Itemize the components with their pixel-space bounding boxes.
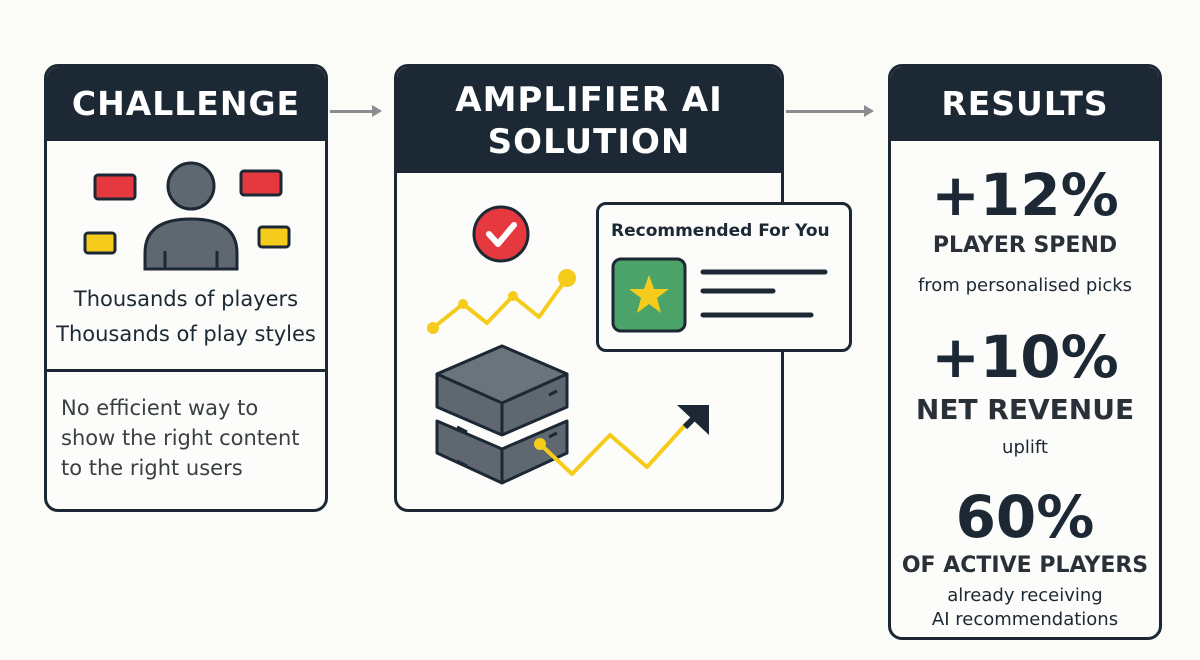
- result-label-active-players: OF ACTIVE PLAYERS: [901, 553, 1149, 578]
- challenge-line-1: Thousands of players: [73, 287, 299, 311]
- recommended-card: Recommended For You: [596, 202, 852, 352]
- solution-title: AMPLIFIER AI SOLUTION: [397, 67, 781, 173]
- result-label-net-revenue: NET REVENUE: [915, 393, 1135, 426]
- flow-arrow-challenge-to-solution: [330, 105, 382, 117]
- flow-arrow-solution-to-results: [786, 105, 874, 117]
- content-tile-icon: [93, 173, 137, 201]
- result-sub-active-players-1: already receiving: [947, 585, 1103, 606]
- content-tile-icon: [239, 169, 283, 197]
- solution-title-line-2: SOLUTION: [487, 122, 691, 162]
- recommended-item: [611, 257, 828, 333]
- result-sub-net-revenue: uplift: [1002, 437, 1048, 458]
- solution-illustration: [427, 205, 709, 485]
- result-sub-active-players-2: AI recommendations: [931, 609, 1119, 630]
- challenge-panel: CHALLENGE Thousands of players Thousands…: [44, 64, 328, 512]
- solution-title-line-1: AMPLIFIER AI: [455, 80, 723, 120]
- problem-line: No efficient way to: [61, 396, 259, 420]
- results-title: RESULTS: [891, 67, 1159, 141]
- challenge-divider: [47, 369, 325, 372]
- result-value-net-revenue: +10%: [931, 323, 1119, 391]
- problem-line: to the right users: [61, 456, 243, 480]
- result-value-active-players: 60%: [955, 483, 1095, 551]
- result-value-player-spend: +12%: [931, 161, 1119, 229]
- server-stack-icon: [435, 344, 569, 485]
- trend-line-icon: [427, 269, 576, 334]
- content-tile-icon: [83, 231, 117, 255]
- recommended-card-title: Recommended For You: [611, 221, 830, 241]
- result-label-player-spend: PLAYER SPEND: [932, 233, 1118, 258]
- challenge-problem: No efficient way to show the right conte…: [61, 393, 319, 483]
- challenge-title: CHALLENGE: [47, 67, 325, 141]
- results-panel: RESULTS +12% PLAYER SPEND from personali…: [888, 64, 1162, 640]
- star-icon: [629, 275, 669, 313]
- content-tile-icon: [257, 225, 291, 249]
- problem-line: show the right content: [61, 426, 300, 450]
- check-circle-icon: [472, 205, 530, 263]
- growth-arrow-icon: [534, 405, 709, 476]
- challenge-line-2: Thousands of play styles: [56, 322, 316, 346]
- result-sub-player-spend: from personalised picks: [917, 275, 1133, 296]
- player-avatar-icon: [83, 161, 291, 271]
